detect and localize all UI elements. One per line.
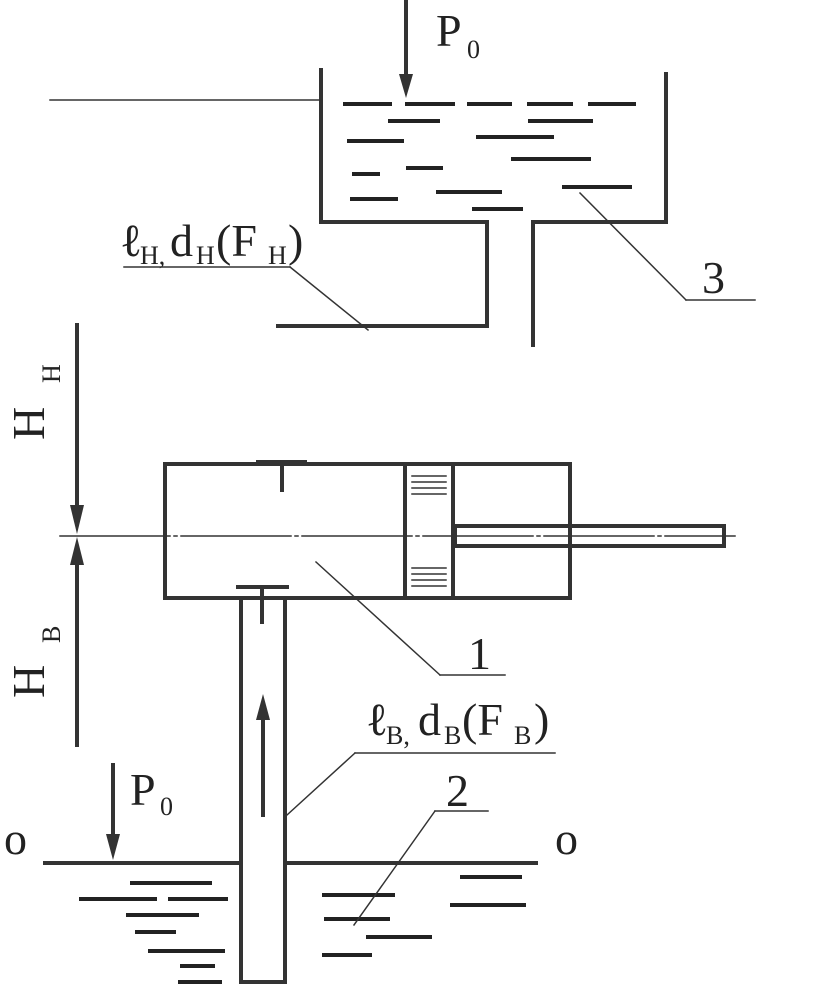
callout-1-label: 1: [468, 628, 491, 679]
upper-tank: [49, 68, 668, 347]
discharge-d-sub: H: [196, 241, 215, 270]
suction-f-sub: B: [514, 721, 531, 750]
suction-f-close: ): [534, 694, 549, 745]
callout-3-label: 3: [702, 252, 725, 303]
lower-reservoir: [43, 861, 538, 984]
callout-3-leader: [578, 191, 756, 302]
discharge-f-sub: H: [268, 241, 287, 270]
suction-d-sub: B: [444, 721, 461, 750]
p0-top-label: P: [436, 5, 462, 56]
discharge-l-sub: H,: [140, 241, 165, 270]
p0-bottom-label: P: [130, 764, 156, 815]
suction-l-sub: B,: [386, 721, 410, 750]
discharge-d: d: [170, 215, 193, 266]
callout-2-leader: [352, 809, 489, 927]
pump-cylinder: [59, 460, 736, 624]
discharge-f-close: ): [288, 215, 303, 266]
discharge-f-open: (F: [216, 215, 257, 266]
height-suction-sub: B: [37, 626, 66, 643]
upper-tank-liquid: [343, 102, 636, 211]
suction-pipe-label: ℓ B, d B (F B ): [285, 694, 556, 817]
height-suction-label: H: [3, 665, 54, 698]
pressure-arrow-top: [399, 0, 413, 98]
p0-top-sub: 0: [467, 35, 480, 64]
height-discharge-label: H: [3, 407, 54, 440]
p0-bottom-sub: 0: [160, 792, 173, 821]
suction-f-open: (F: [462, 694, 503, 745]
suction-d: d: [418, 694, 441, 745]
pressure-arrow-bottom: [106, 763, 120, 860]
discharge-l: ℓ: [120, 215, 142, 266]
height-discharge-sub: H: [37, 364, 66, 383]
level-marker-right: o: [555, 813, 578, 864]
level-marker-left: o: [4, 813, 27, 864]
callout-1-leader: [314, 560, 506, 677]
height-dimensions: [70, 323, 84, 747]
suction-l: ℓ: [366, 694, 388, 745]
discharge-pipe-label: ℓ H, d H (F H ): [120, 215, 370, 332]
callout-2-label: 2: [446, 765, 469, 816]
suction-pipe: [239, 596, 287, 984]
